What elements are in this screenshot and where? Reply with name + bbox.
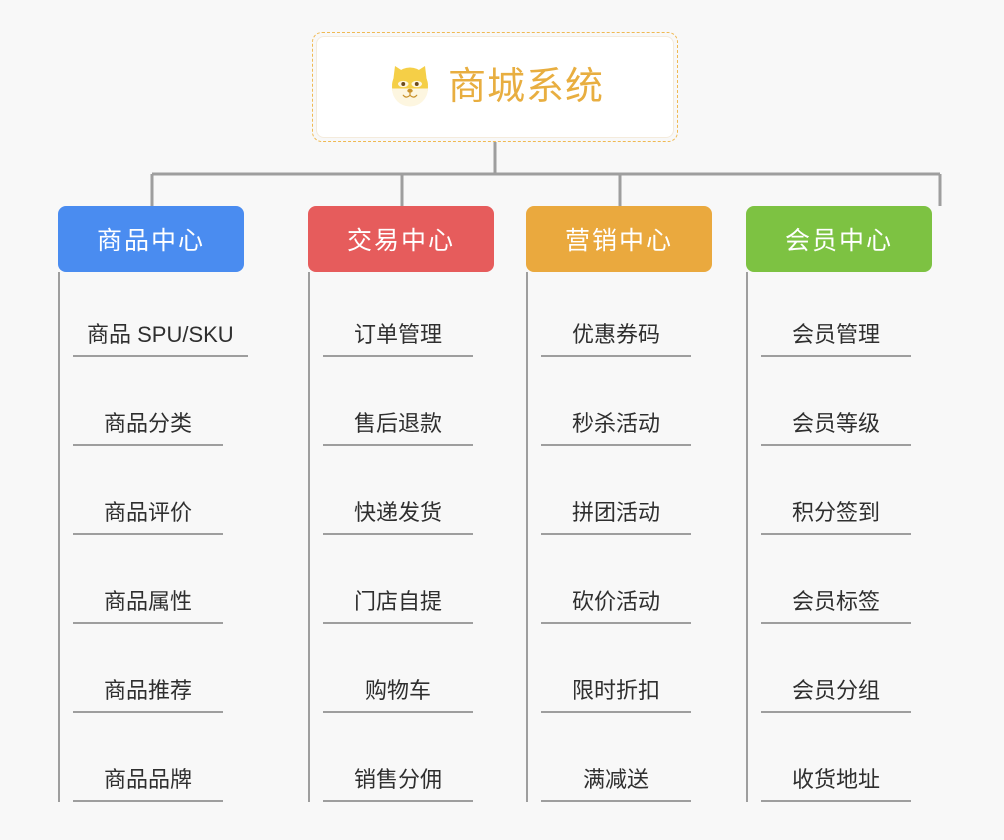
leaf-item[interactable]: 拼团活动 bbox=[541, 446, 691, 535]
leaf-item[interactable]: 砍价活动 bbox=[541, 535, 691, 624]
leaf-item[interactable]: 售后退款 bbox=[323, 357, 473, 446]
leaf-list-member: 会员管理 会员等级 积分签到 会员标签 会员分组 收货地址 bbox=[746, 272, 932, 802]
leaf-item[interactable]: 订单管理 bbox=[323, 291, 473, 357]
leaf-item[interactable]: 商品 SPU/SKU bbox=[73, 291, 248, 357]
branch-header-trade[interactable]: 交易中心 bbox=[308, 206, 494, 272]
leaf-item[interactable]: 销售分佣 bbox=[323, 713, 473, 802]
leaf-item[interactable]: 商品品牌 bbox=[73, 713, 223, 802]
leaf-item[interactable]: 会员管理 bbox=[761, 291, 911, 357]
leaf-item[interactable]: 收货地址 bbox=[761, 713, 911, 802]
leaf-item[interactable]: 会员等级 bbox=[761, 357, 911, 446]
page-title: 商城系统 bbox=[447, 66, 604, 108]
leaf-item[interactable]: 限时折扣 bbox=[541, 624, 691, 713]
leaf-item[interactable]: 积分签到 bbox=[761, 446, 911, 535]
leaf-list-trade: 订单管理 售后退款 快递发货 门店自提 购物车 销售分佣 bbox=[308, 272, 494, 802]
leaf-item[interactable]: 秒杀活动 bbox=[541, 357, 691, 446]
leaf-item[interactable]: 商品属性 bbox=[73, 535, 223, 624]
branch-header-marketing[interactable]: 营销中心 bbox=[526, 206, 712, 272]
leaf-item[interactable]: 商品分类 bbox=[73, 357, 223, 446]
branch-column-marketing: 营销中心 优惠券码 秒杀活动 拼团活动 砍价活动 限时折扣 满减送 bbox=[526, 206, 712, 802]
root-node-inner: 商城系统 bbox=[316, 36, 674, 138]
leaf-list-product: 商品 SPU/SKU 商品分类 商品评价 商品属性 商品推荐 商品品牌 bbox=[58, 272, 248, 802]
leaf-item[interactable]: 商品评价 bbox=[73, 446, 223, 535]
leaf-item[interactable]: 快递发货 bbox=[323, 446, 473, 535]
branch-column-product: 商品中心 商品 SPU/SKU 商品分类 商品评价 商品属性 商品推荐 商品品牌 bbox=[58, 206, 248, 802]
branch-header-member[interactable]: 会员中心 bbox=[746, 206, 932, 272]
leaf-item[interactable]: 会员分组 bbox=[761, 624, 911, 713]
branch-column-trade: 交易中心 订单管理 售后退款 快递发货 门店自提 购物车 销售分佣 bbox=[308, 206, 494, 802]
shiba-dog-face-icon bbox=[391, 66, 428, 107]
leaf-item[interactable]: 商品推荐 bbox=[73, 624, 223, 713]
leaf-item[interactable]: 满减送 bbox=[541, 713, 691, 802]
leaf-item[interactable]: 会员标签 bbox=[761, 535, 911, 624]
branch-header-product[interactable]: 商品中心 bbox=[58, 206, 244, 272]
leaf-item[interactable]: 优惠券码 bbox=[541, 291, 691, 357]
root-node[interactable]: 商城系统 bbox=[312, 32, 678, 142]
branch-column-member: 会员中心 会员管理 会员等级 积分签到 会员标签 会员分组 收货地址 bbox=[746, 206, 932, 802]
leaf-item[interactable]: 购物车 bbox=[323, 624, 473, 713]
leaf-item[interactable]: 门店自提 bbox=[323, 535, 473, 624]
leaf-list-marketing: 优惠券码 秒杀活动 拼团活动 砍价活动 限时折扣 满减送 bbox=[526, 272, 712, 802]
